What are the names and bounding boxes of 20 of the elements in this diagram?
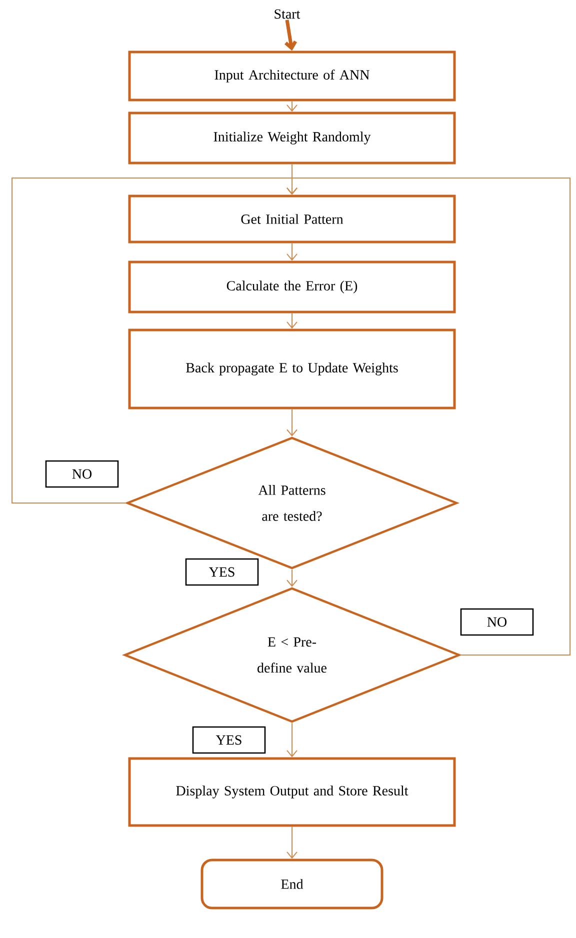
edge-label: NO bbox=[45, 460, 119, 488]
process-box: Back propagate E to Update Weights bbox=[128, 328, 456, 410]
edge-label: NO bbox=[460, 608, 534, 636]
process-box: Display System Output and Store Result bbox=[128, 757, 456, 827]
arrow bbox=[286, 408, 298, 436]
arrow bbox=[286, 722, 298, 758]
process-box: Calculate the Error (E) bbox=[128, 260, 456, 314]
edge-label: YES bbox=[185, 558, 259, 586]
arrow bbox=[286, 826, 298, 859]
terminal-box: End bbox=[200, 858, 384, 910]
arrow bbox=[286, 178, 570, 656]
process-box: Input Architecture of ANN bbox=[128, 50, 456, 102]
arrow bbox=[286, 242, 298, 261]
arrow bbox=[286, 569, 298, 587]
arrow bbox=[286, 312, 298, 329]
process-box: Initialize Weight Randomly bbox=[128, 112, 456, 164]
start-label: Start bbox=[274, 9, 300, 19]
edge-label: YES bbox=[192, 726, 266, 754]
process-box: Get Initial Pattern bbox=[128, 194, 456, 244]
arrow bbox=[284, 20, 298, 51]
